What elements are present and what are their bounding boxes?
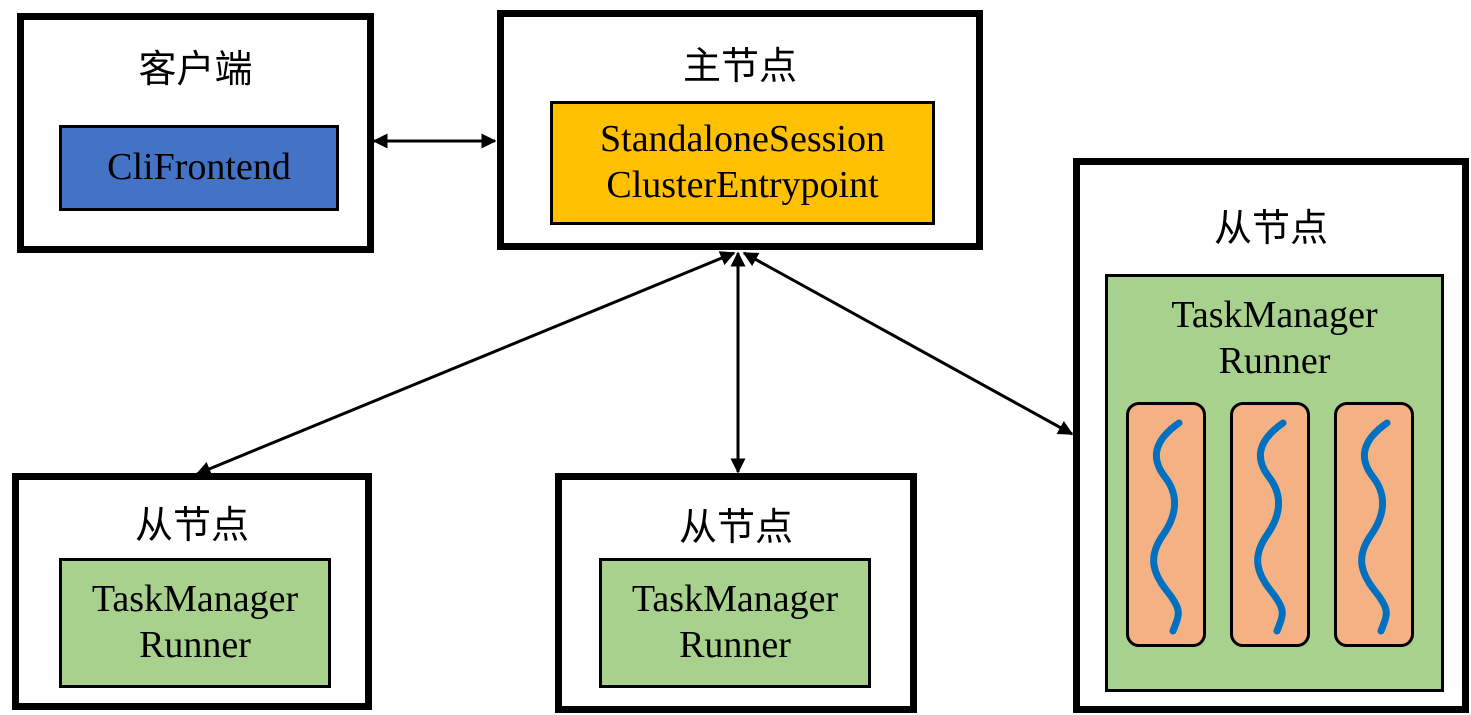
- client-node-title: 客户端: [138, 47, 253, 91]
- worker-node-3: 从节点 TaskManager Runner: [1073, 158, 1469, 713]
- taskmanager-runner-process-3: TaskManager Runner: [1105, 274, 1444, 692]
- cli-frontend-label: CliFrontend: [107, 146, 291, 189]
- worker-node-2: 从节点 TaskManager Runner: [555, 473, 917, 713]
- task-slot-3: [1334, 402, 1414, 647]
- thread-wave-icon: [1358, 419, 1391, 635]
- master-process-line2: ClusterEntrypoint: [606, 164, 879, 206]
- task-slot-2: [1230, 402, 1310, 647]
- worker-1-process-line1: TaskManager: [91, 578, 299, 621]
- arrow-master-worker-3: [742, 251, 1074, 436]
- task-slot-1: [1126, 402, 1206, 647]
- client-node: 客户端 CliFrontend: [17, 13, 374, 253]
- worker-3-process-line2: Runner: [1218, 339, 1331, 382]
- worker-2-process-line2: Runner: [679, 624, 791, 666]
- cli-frontend-process: CliFrontend: [59, 125, 339, 211]
- worker-node-3-title: 从节点: [1213, 206, 1328, 250]
- worker-node-1-title: 从节点: [134, 503, 249, 547]
- standalone-session-entrypoint-process: StandaloneSession ClusterEntrypoint: [550, 101, 935, 225]
- thread-wave-icon: [1150, 419, 1183, 635]
- arrow-master-worker-1: [195, 251, 736, 476]
- worker-node-2-title: 从节点: [678, 505, 793, 549]
- worker-3-process-line1: TaskManager: [1171, 294, 1378, 336]
- worker-1-process-line2: Runner: [139, 624, 251, 666]
- master-node: 主节点 StandaloneSession ClusterEntrypoint: [497, 10, 983, 250]
- taskmanager-runner-process-1: TaskManager Runner: [59, 558, 331, 688]
- master-process-line1: StandaloneSession: [600, 118, 885, 161]
- master-node-title: 主节点: [682, 44, 797, 88]
- worker-3-process-label: TaskManager Runner: [1108, 293, 1441, 384]
- worker-node-1: 从节点 TaskManager Runner: [12, 473, 372, 710]
- worker-2-process-line1: TaskManager: [631, 578, 839, 621]
- thread-wave-icon: [1254, 419, 1287, 635]
- taskmanager-runner-process-2: TaskManager Runner: [599, 558, 871, 688]
